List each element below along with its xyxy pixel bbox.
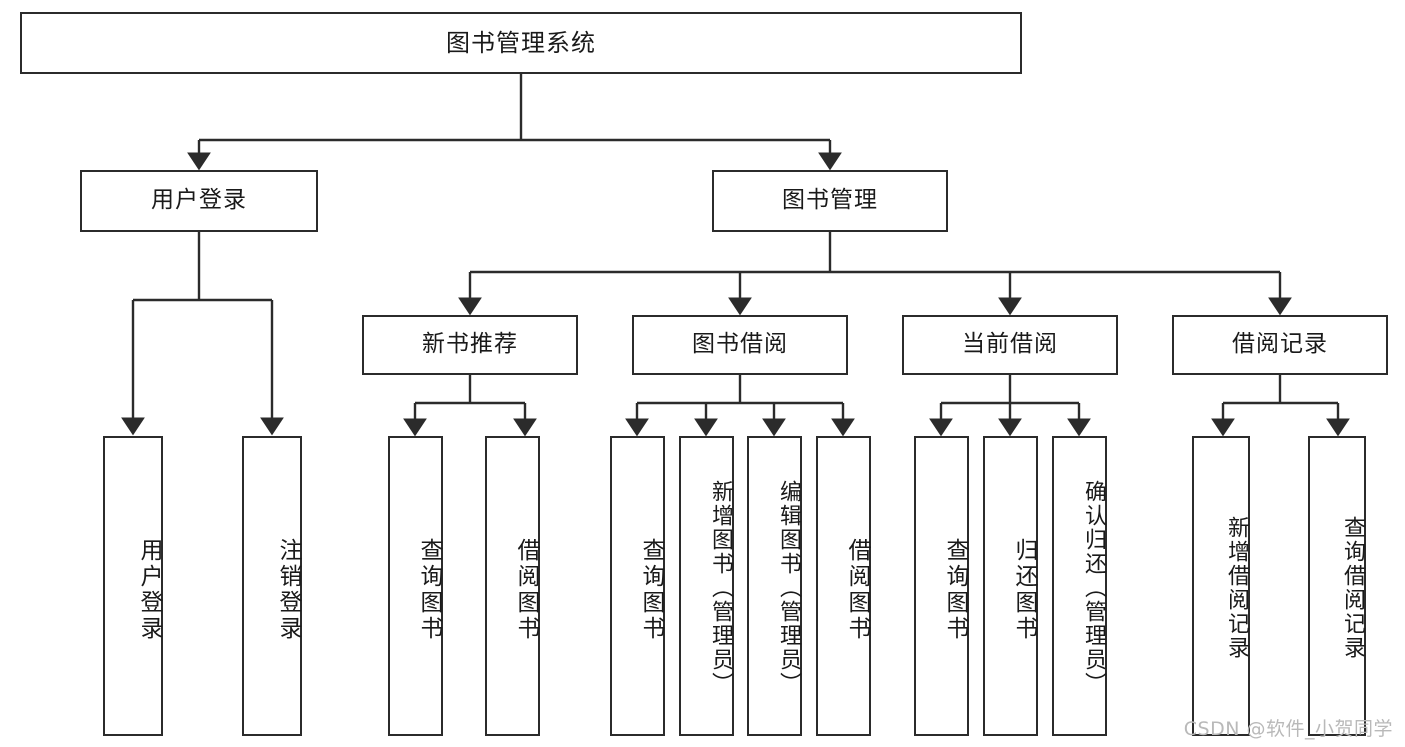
node-label: 确认归还（管理员） [1081, 480, 1106, 696]
node-label: 用户登录 [151, 187, 247, 214]
node-leaf-logout[interactable]: 注销登录 [242, 436, 302, 736]
node-leaf-borrow-book-recommend[interactable]: 借阅图书 [485, 436, 540, 736]
node-leaf-query-book-borrow[interactable]: 查询图书 [610, 436, 665, 736]
node-root-图书管理系统[interactable]: 图书管理系统 [20, 12, 1022, 74]
node-leaf-return-book[interactable]: 归还图书 [983, 436, 1038, 736]
node-leaf-add-book-admin[interactable]: 新增图书（管理员） [679, 436, 734, 736]
node-label: 图书管理系统 [446, 28, 596, 57]
node-level3-new-book-recommend[interactable]: 新书推荐 [362, 315, 578, 375]
node-label: 新增图书（管理员） [708, 480, 733, 696]
node-leaf-query-borrow-record[interactable]: 查询借阅记录 [1308, 436, 1366, 736]
node-level3-current-borrow[interactable]: 当前借阅 [902, 315, 1118, 375]
node-label: 当前借阅 [962, 331, 1058, 358]
node-label: 图书借阅 [692, 331, 788, 358]
node-level3-book-borrow[interactable]: 图书借阅 [632, 315, 848, 375]
node-label: 借阅图书 [844, 538, 870, 642]
node-label: 借阅图书 [513, 538, 539, 642]
node-leaf-user-login[interactable]: 用户登录 [103, 436, 163, 736]
node-label: 新书推荐 [422, 331, 518, 358]
node-label: 图书管理 [782, 187, 878, 214]
node-label: 查询图书 [638, 538, 664, 642]
node-level2-user-login[interactable]: 用户登录 [80, 170, 318, 232]
node-level3-borrow-record[interactable]: 借阅记录 [1172, 315, 1388, 375]
node-label: 归还图书 [1011, 538, 1037, 642]
node-leaf-add-borrow-record[interactable]: 新增借阅记录 [1192, 436, 1250, 736]
node-leaf-borrow-book[interactable]: 借阅图书 [816, 436, 871, 736]
node-leaf-query-book-current[interactable]: 查询图书 [914, 436, 969, 736]
csdn-watermark: CSDN @软件_小贺同学 [1183, 718, 1393, 740]
node-label: 查询图书 [942, 538, 968, 642]
node-label: 借阅记录 [1232, 331, 1328, 358]
node-level2-book-management[interactable]: 图书管理 [712, 170, 948, 232]
node-leaf-confirm-return-admin[interactable]: 确认归还（管理员） [1052, 436, 1107, 736]
node-leaf-edit-book-admin[interactable]: 编辑图书（管理员） [747, 436, 802, 736]
node-label: 查询图书 [416, 538, 442, 642]
node-label: 新增借阅记录 [1224, 516, 1249, 660]
node-label: 注销登录 [275, 538, 301, 642]
node-label: 用户登录 [136, 538, 162, 642]
node-leaf-query-book-recommend[interactable]: 查询图书 [388, 436, 443, 736]
node-label: 编辑图书（管理员） [776, 480, 801, 696]
node-label: 查询借阅记录 [1340, 516, 1365, 660]
